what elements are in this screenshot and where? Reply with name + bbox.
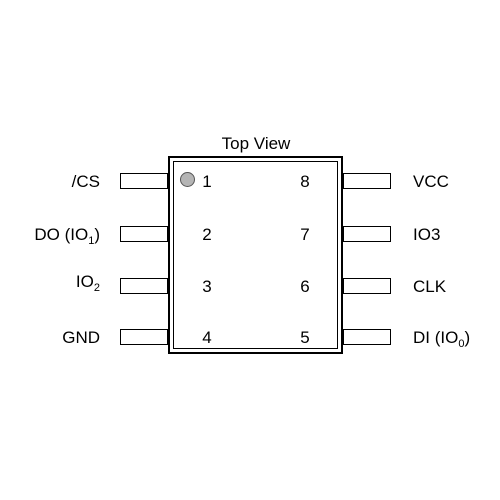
pin-7-number: 7 — [300, 225, 310, 244]
diagram-title: Top View — [221, 134, 291, 153]
pin-4-lead — [120, 329, 168, 345]
pin-6-label: CLK — [413, 277, 447, 296]
pin-2-label: DO (IO1) — [34, 225, 100, 247]
pin-6-number: 6 — [300, 277, 310, 296]
pin-8-number: 8 — [300, 172, 310, 191]
pin-1-marker-dot — [180, 172, 195, 187]
pin-5-lead — [343, 329, 391, 345]
pin-2-lead — [120, 226, 168, 242]
pin-7-lead — [343, 226, 391, 242]
pin-5-number: 5 — [300, 328, 310, 347]
pin-8-label: VCC — [413, 172, 449, 191]
pin-6-lead — [343, 278, 391, 294]
pin-2-number: 2 — [202, 225, 212, 244]
pin-3-label: IO2 — [75, 272, 100, 294]
pin-4-number: 4 — [202, 328, 212, 347]
pin-4-label: GND — [62, 328, 100, 347]
pin-3-lead — [120, 278, 168, 294]
package-outline — [168, 156, 343, 354]
pin-5-label: DI (IO0) — [413, 328, 471, 350]
pin-8-lead — [343, 173, 391, 189]
pin-3-number: 3 — [202, 277, 212, 296]
package-inner-outline — [173, 161, 338, 349]
pin-7-label: IO3 — [413, 225, 441, 244]
pin-1-label: /CS — [71, 172, 100, 191]
pin-1-number: 1 — [202, 172, 212, 191]
pin-1-lead — [120, 173, 168, 189]
